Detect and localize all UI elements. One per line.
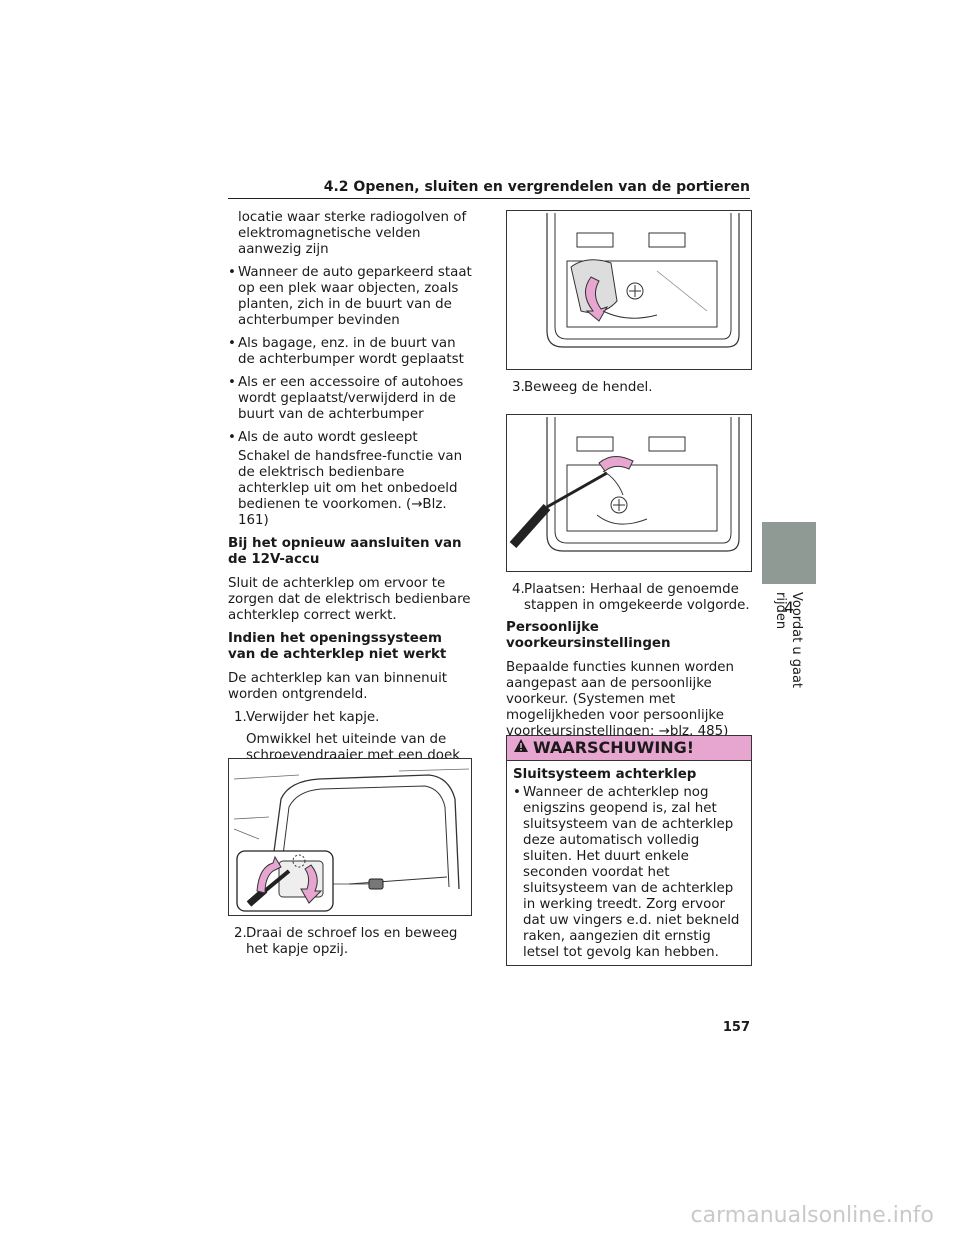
- lever-illustration: [509, 417, 740, 552]
- heading-opening-system: Indien het openingssysteem van de achter…: [228, 631, 447, 662]
- tailgate-illustration: [233, 768, 470, 912]
- bullet-item: •Wanneer de auto geparkeerd staat op een…: [228, 265, 472, 328]
- warning-body: Sluitsysteem achterklep •Wanneer de acht…: [507, 761, 751, 965]
- right-column: 4.Plaatsen: Herhaal de genoemde stappen …: [506, 582, 752, 747]
- bullet-item: •Als bagage, enz. in de buurt van de ach…: [228, 336, 464, 367]
- figure-cover-moved: [506, 210, 752, 370]
- step-3: 3.Beweeg de hendel.: [512, 380, 653, 395]
- warning-bullet: •Wanneer de achterklep nog enigszins geo…: [513, 785, 740, 960]
- warning-box: WAARSCHUWING! Sluitsysteem achterklep •W…: [506, 735, 752, 966]
- intro-continuation: locatie waar sterke radiogolven of elekt…: [238, 210, 467, 257]
- watermark: carmanualsonline.info: [690, 1203, 934, 1228]
- chapter-number: 4: [783, 598, 795, 617]
- bullet-note: Schakel de handsfree-functie van de elek…: [238, 449, 463, 528]
- section-header: 4.2 Openen, sluiten en vergrendelen van …: [323, 179, 750, 195]
- warning-subtitle: Sluitsysteem achterklep: [513, 767, 697, 782]
- warning-triangle-icon: [513, 736, 529, 760]
- step-2: 2.Draai de schroef los en beweeg het kap…: [234, 926, 458, 957]
- step-4: 4.Plaatsen: Herhaal de genoemde stappen …: [512, 582, 750, 613]
- step-2-block: 2.Draai de schroef los en beweeg het kap…: [228, 926, 472, 964]
- bullet-item: •Als de auto wordt gesleept: [228, 430, 418, 445]
- header-rule: [228, 198, 750, 199]
- chapter-tab: [762, 522, 816, 584]
- heading-personal-settings: Persoonlijke voorkeursinstellingen: [506, 620, 671, 651]
- paragraph-accu: Sluit de achterklep om ervoor te zorgen …: [228, 576, 471, 623]
- cover-illustration: [546, 213, 740, 348]
- heading-accu: Bij het opnieuw aansluiten van de 12V-ac…: [228, 536, 462, 567]
- left-column: locatie waar sterke radiogolven of elekt…: [228, 210, 472, 787]
- bullet-item: •Als er een accessoire of autohoes wordt…: [228, 375, 464, 422]
- figure-tailgate-interior: [228, 758, 472, 916]
- warning-header: WAARSCHUWING!: [507, 736, 751, 761]
- chapter-label: Voordat u gaat rijden: [773, 592, 804, 689]
- page-number: 157: [722, 1020, 750, 1035]
- figure-lever: [506, 414, 752, 572]
- step-3-block: 3.Beweeg de hendel.: [506, 380, 752, 402]
- warning-title: WAARSCHUWING!: [533, 738, 695, 757]
- paragraph-personal-settings: Bepaalde functies kunnen worden aangepas…: [506, 660, 734, 739]
- paragraph-opening-system: De achterklep kan van binnenuit worden o…: [228, 671, 448, 702]
- step-1: 1.Verwijder het kapje.: [234, 710, 380, 725]
